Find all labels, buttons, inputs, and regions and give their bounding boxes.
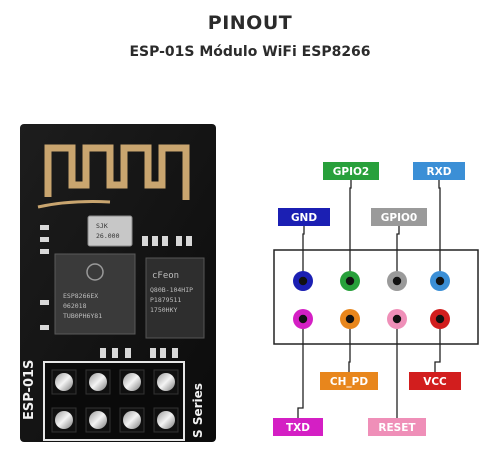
header-pin xyxy=(85,407,111,433)
connector-line-ch-pd xyxy=(348,319,351,372)
header-pin xyxy=(119,407,145,433)
svg-text:P1879511: P1879511 xyxy=(150,296,181,304)
header-pin xyxy=(51,407,77,433)
page-subtitle: ESP-01S Módulo WiFi ESP8266 xyxy=(129,44,371,60)
svg-text:TUB0PH6Y81: TUB0PH6Y81 xyxy=(63,312,102,320)
header-pin xyxy=(119,369,145,395)
header-outline xyxy=(273,249,479,345)
pin-dot-rxd xyxy=(430,271,450,291)
silk-label-module: ESP-01S xyxy=(22,360,37,420)
antenna-trace xyxy=(44,144,190,200)
pin-label-text: GPIO2 xyxy=(333,166,369,178)
pin-label-vcc: VCC xyxy=(409,372,461,390)
esp8266-chip: ESP8266EX 062018 TUB0PH6Y81 xyxy=(54,253,136,335)
header-pin xyxy=(153,369,179,395)
esp01s-board-illustration: SJK 26.000 ESP8266EX 062018 TUB0PH6Y81 c… xyxy=(20,124,216,442)
flash-chip: cFeon Q80B-104HIP P1879511 1750HKY xyxy=(145,257,205,339)
pin-dot-txd xyxy=(293,309,313,329)
connector-line-gnd xyxy=(302,226,305,281)
svg-text:062018: 062018 xyxy=(63,302,87,310)
pin-label-gnd: GND xyxy=(278,208,330,226)
pin-dot-gnd xyxy=(293,271,313,291)
pin-label-text: CH_PD xyxy=(330,376,368,388)
silk-label-series: S Series xyxy=(191,383,205,438)
pin-label-text: VCC xyxy=(423,376,447,388)
pin-dot-reset xyxy=(387,309,407,329)
connector-line-gpio0 xyxy=(396,226,400,281)
connector-line-txd xyxy=(297,319,304,418)
pin-label-text: RXD xyxy=(427,166,452,178)
pin-label-text: TXD xyxy=(286,422,310,434)
pin-label-reset: RESET xyxy=(368,418,426,436)
pin-label-txd: TXD xyxy=(273,418,323,436)
connector-line-vcc xyxy=(434,319,441,372)
crystal-component: SJK 26.000 xyxy=(87,215,133,247)
page-title: PINOUT xyxy=(207,12,293,34)
pin-dot-gpio2 xyxy=(340,271,360,291)
svg-text:Q80B-104HIP: Q80B-104HIP xyxy=(150,286,193,294)
header-pin xyxy=(51,369,77,395)
svg-text:SJK: SJK xyxy=(96,222,108,230)
header-pin xyxy=(85,369,111,395)
pin-dot-ch-pd xyxy=(340,309,360,329)
svg-text:cFeon: cFeon xyxy=(152,271,179,281)
connector-line-rxd xyxy=(438,180,441,281)
pin-label-gpio0: GPIO0 xyxy=(371,208,427,226)
connector-line-gpio2 xyxy=(349,180,352,281)
pin-dot-vcc xyxy=(430,309,450,329)
pin-label-gpio2: GPIO2 xyxy=(323,162,379,180)
pin-label-text: GPIO0 xyxy=(381,212,417,224)
pin-label-text: GND xyxy=(291,212,317,224)
svg-text:ESP8266EX: ESP8266EX xyxy=(63,292,98,300)
header-pin xyxy=(153,407,179,433)
svg-text:26.000: 26.000 xyxy=(96,232,120,240)
pin-label-ch-pd: CH_PD xyxy=(320,372,378,390)
pin-dot-gpio0 xyxy=(387,271,407,291)
pin-label-rxd: RXD xyxy=(413,162,465,180)
svg-text:1750HKY: 1750HKY xyxy=(150,306,177,314)
pin-label-text: RESET xyxy=(378,422,416,434)
